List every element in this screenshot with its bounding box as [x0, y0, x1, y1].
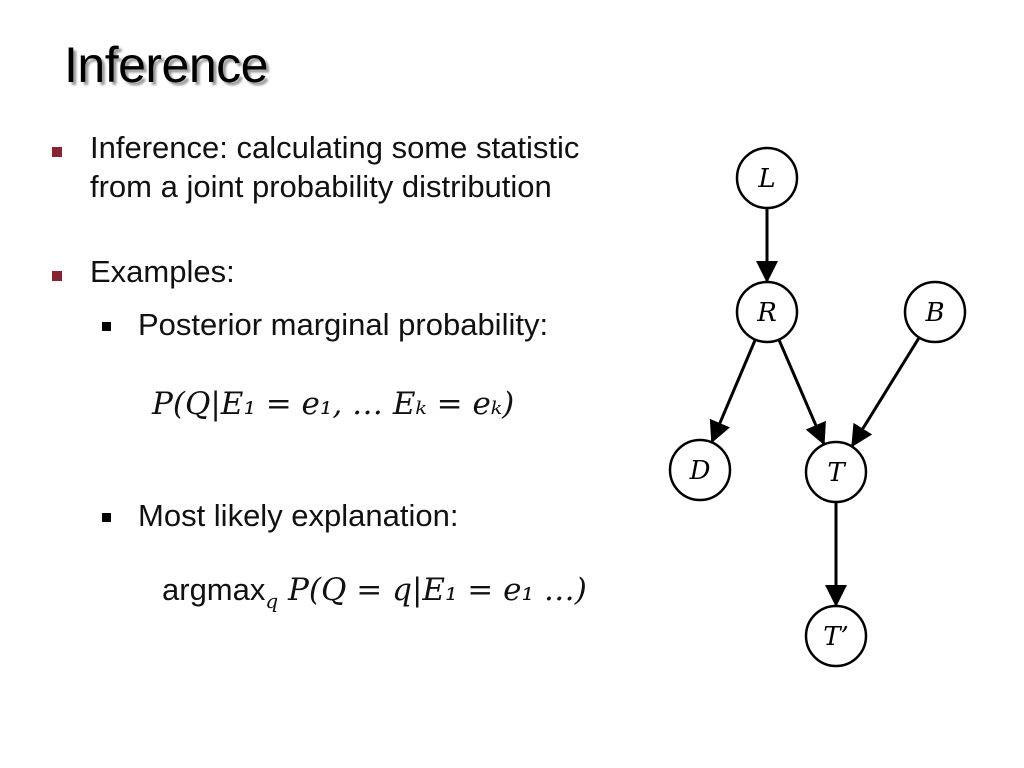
- node-t: T: [804, 440, 868, 504]
- sub-bullet-marker: [102, 513, 111, 522]
- bullet-marker: [52, 147, 62, 157]
- formula-argmax: argmaxq P(Q = q|E₁ = e₁ …): [162, 572, 587, 613]
- formula-argmax-expression: P(Q = q|E₁ = e₁ …): [288, 572, 587, 608]
- sub-bullet-text: Posterior marginal probability:: [138, 307, 549, 342]
- node-label: R: [756, 298, 777, 328]
- node-circle: [903, 280, 967, 344]
- node-d: D: [668, 438, 732, 502]
- edges-layer: [709, 208, 921, 607]
- bullet-text: Examples:: [90, 254, 235, 289]
- node-l: L: [735, 146, 799, 210]
- formula-posterior: P(Q|E₁ = e₁, … Eₖ = eₖ): [152, 386, 515, 422]
- node-b: B: [903, 280, 967, 344]
- bullet-marker: [52, 271, 62, 281]
- edge-r-to-d: [709, 339, 757, 444]
- sub-bullet-text: Most likely explanation:: [138, 498, 459, 533]
- bullet-text: Inference: calculating some statistic fr…: [90, 130, 580, 204]
- node-circle: [668, 438, 732, 502]
- node-label: B: [924, 298, 944, 328]
- node-circle: [804, 440, 868, 504]
- node-circle: [735, 146, 799, 210]
- edge-b-to-t: [851, 336, 921, 448]
- nodes-layer: L R B D T T’: [668, 146, 967, 668]
- node-label: L: [757, 164, 775, 194]
- slide-title: Inference: [64, 37, 268, 93]
- formula-argmax-subscript: q: [265, 589, 279, 613]
- edge-r-to-t: [777, 338, 826, 446]
- node-circle: [735, 280, 799, 344]
- node-t2: T’: [804, 604, 868, 668]
- node-label: T’: [823, 622, 849, 652]
- node-r: R: [735, 280, 799, 344]
- node-label: T: [827, 458, 846, 488]
- node-circle: [804, 604, 868, 668]
- sub-bullet-marker: [102, 322, 111, 331]
- formula-argmax-prefix: argmax: [162, 572, 266, 607]
- node-label: D: [689, 456, 711, 486]
